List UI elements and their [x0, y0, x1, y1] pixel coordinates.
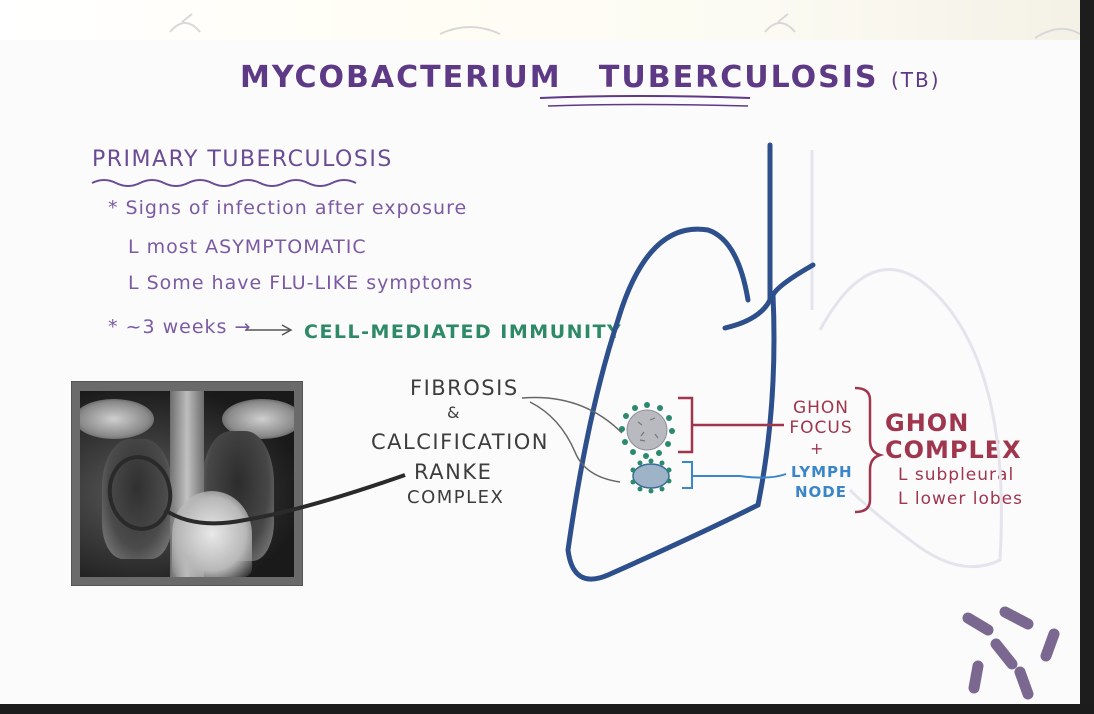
lymph-node-icon	[630, 458, 672, 494]
xray-film	[80, 391, 294, 577]
note-flu-like: L Some have FLU-LIKE symptoms	[128, 272, 474, 294]
right-window-edge	[1080, 0, 1094, 714]
section-heading: PRIMARY TUBERCULOSIS	[92, 147, 393, 172]
slide-title: MYCOBACTERIUM TUBERCULOSIS (TB)	[240, 60, 941, 95]
ghon-focus-bracket	[678, 396, 784, 454]
ghon-complex-bracket	[854, 386, 885, 514]
slide-canvas: MYCOBACTERIUM TUBERCULOSIS (TB) PRIMARY …	[0, 0, 1080, 704]
left-lung-outline	[565, 142, 816, 582]
label-ghon-focus: GHON FOCUS	[789, 398, 853, 438]
title-abbrev: (TB)	[890, 68, 941, 92]
title-underline-2	[547, 103, 749, 107]
top-band	[0, 0, 1080, 40]
note-signs-infection: * Signs of infection after exposure	[108, 197, 468, 219]
label-ghon-complex: GHON COMPLEX	[885, 409, 1022, 464]
xray-heart	[172, 491, 252, 577]
label-ranke: RANKE	[414, 460, 493, 484]
xray-left-lung	[102, 439, 172, 559]
note-asymptomatic: L most ASYMPTOMATIC	[128, 236, 367, 258]
osmosis-logo-icon	[962, 606, 1060, 700]
label-plus: +	[810, 439, 825, 458]
label-fibrosis: FIBROSIS	[410, 376, 519, 400]
arrow-icon	[246, 324, 293, 336]
lymph-bracket	[682, 461, 787, 489]
label-calcification: CALCIFICATION	[371, 430, 550, 454]
note-cell-mediated-immunity: CELL-MEDIATED IMMUNITY	[304, 321, 623, 343]
label-subpleural: L subpleural	[898, 465, 1015, 485]
title-underline	[539, 95, 751, 99]
label-ampersand: &	[447, 403, 461, 422]
label-lymph-node: LYMPH NODE	[791, 463, 853, 501]
bottom-window-edge	[0, 704, 1094, 714]
note-three-weeks: * ~3 weeks →	[108, 316, 252, 338]
diagram-drawings	[91, 13, 1080, 582]
ghon-focus-icon	[619, 402, 675, 459]
label-ranke-complex: COMPLEX	[407, 487, 505, 508]
label-lower-lobes: L lower lobes	[898, 489, 1023, 509]
title-word-2: TUBERCULOSIS	[598, 60, 879, 95]
xray-left-shoulder	[80, 399, 154, 439]
title-word-1: MYCOBACTERIUM	[240, 60, 562, 95]
heading-underline	[91, 179, 357, 187]
chest-xray-image	[72, 382, 302, 585]
